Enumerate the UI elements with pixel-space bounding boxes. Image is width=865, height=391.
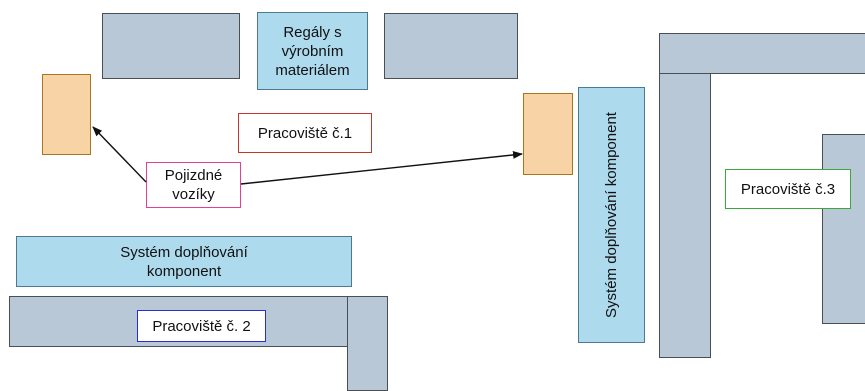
workstation-1-label: Pracoviště č.1 <box>238 113 372 153</box>
workstation-3-bench-top <box>659 33 865 74</box>
workstation-3-label: Pracoviště č.3 <box>725 169 851 209</box>
supply-system-vertical-label: Systém doplňování komponent <box>602 112 620 318</box>
workstation-2-bench-side <box>347 296 388 391</box>
supply-system-horizontal <box>16 236 352 287</box>
supply-system-vertical <box>578 87 645 343</box>
workstation-3-bench-right <box>822 134 865 324</box>
carts-label: Pojizdné vozíky <box>146 162 241 208</box>
supply-system-horizontal-label: Systém doplňování komponent <box>120 243 248 280</box>
workstation-2-label: Pracoviště č. 2 <box>137 310 266 342</box>
arrow-to-left-cart <box>92 126 147 183</box>
workstation-3-bench <box>659 33 711 358</box>
cart-left <box>42 74 91 155</box>
cart-right <box>523 93 573 175</box>
arrow-to-right-cart <box>240 150 523 185</box>
material-rack <box>257 12 368 90</box>
shelf-right <box>384 13 518 79</box>
shelf-left <box>102 13 240 79</box>
material-rack-label: Regály s výrobním materiálem <box>275 23 350 79</box>
